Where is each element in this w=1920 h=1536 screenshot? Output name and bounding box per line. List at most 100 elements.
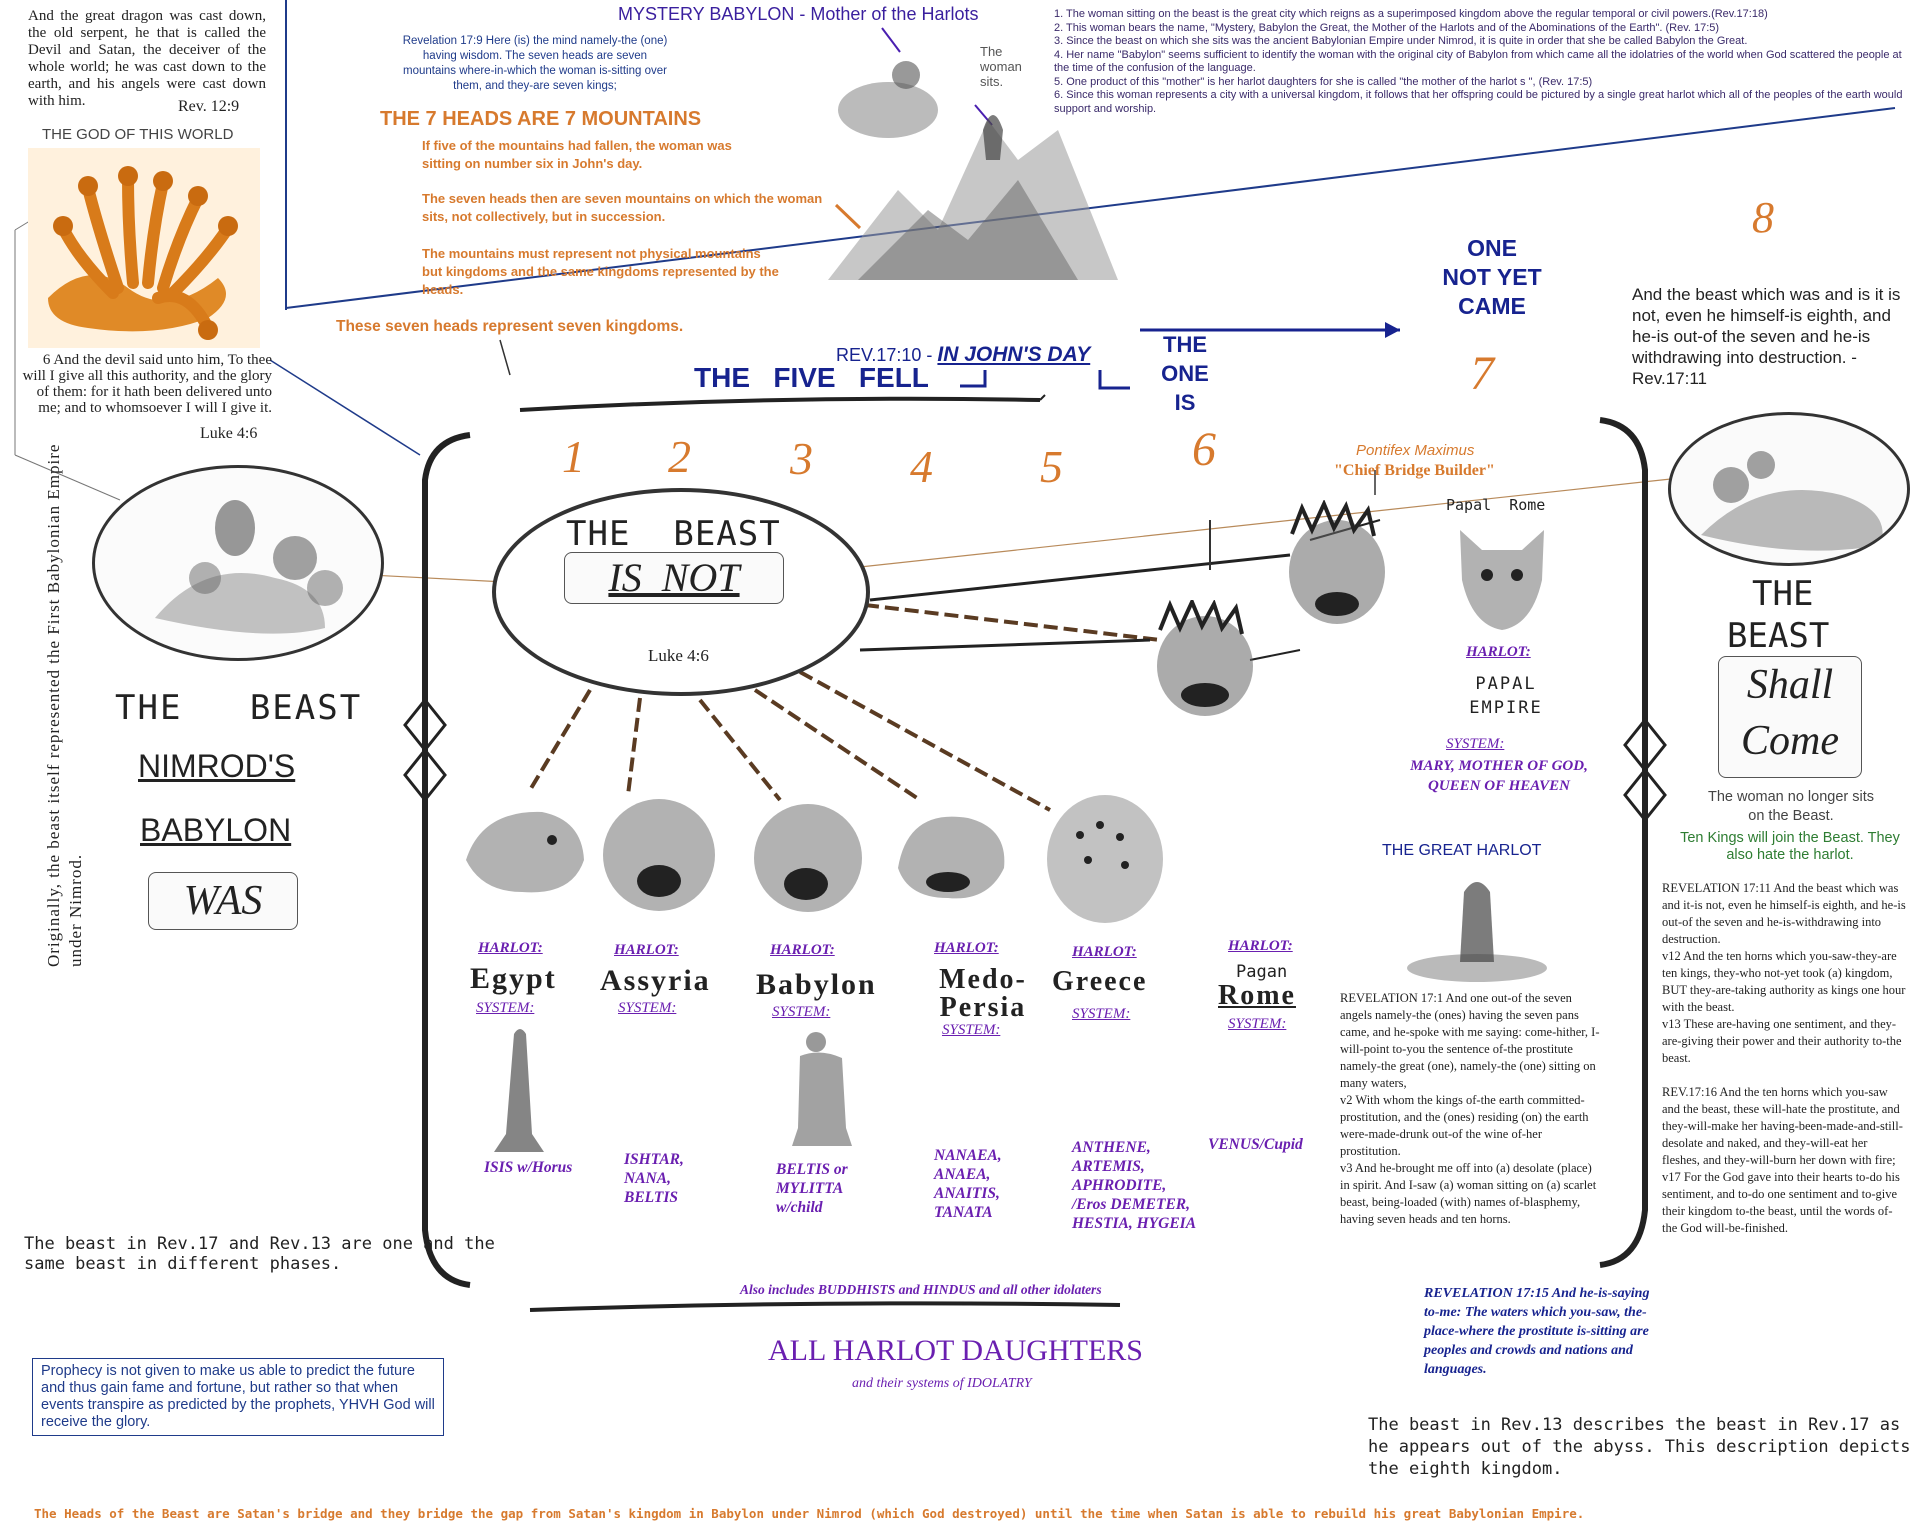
head-babylon-image (748, 800, 868, 918)
babylon-label: BABYLON (140, 812, 292, 848)
spoke (864, 603, 1161, 642)
rev17-11-quote: And the beast which was and is it is not… (1632, 285, 1901, 388)
footer-note: The Heads of the Beast are Satan's bridg… (34, 1506, 1585, 1521)
greece-name: Greece (1052, 966, 1148, 997)
woman-no-longer: The woman no longer sits on the Beast. (1707, 789, 1875, 824)
egypt-gods: ISIS w/Horus (484, 1159, 573, 1176)
rev13-note: The beast in Rev.13 describes the beast … (1368, 1415, 1911, 1479)
papal-rome-label: Papal Rome (1446, 496, 1546, 514)
head-greece-image (1040, 785, 1170, 927)
note-3: 3. Since the beast on which she sits was… (1054, 35, 1748, 47)
papal-empire-label: PAPAL EMPIRE (1469, 674, 1543, 718)
arrow-to-woman (881, 27, 901, 53)
also-includes-note: Also includes BUDDHISTS and HINDUS and a… (740, 1282, 1102, 1297)
top-brace (519, 396, 1041, 412)
egypt-harlot: HARLOT: (478, 940, 543, 956)
come-label: Come (1741, 718, 1839, 764)
beast-is-not-l1: THE BEAST (566, 514, 781, 554)
left-beast-title: THE BEAST (115, 688, 363, 728)
was-label: WAS (148, 872, 298, 930)
seven-heads-p1: If five of the mountains had fallen, the… (422, 138, 732, 171)
head-7-image (1282, 499, 1392, 630)
egypt-system: SYSTEM: (476, 1000, 535, 1016)
rev17-1-quote: REVELATION 17:1 And one out-of the seven… (1340, 991, 1600, 1226)
assyria-gods: ISHTAR, NANA, BELTIS (624, 1151, 684, 1206)
greece-gods: ANTHENE, ARTEMIS, APHRODITE, /Eros DEMET… (1072, 1139, 1197, 1232)
spokes (528, 603, 1161, 812)
shall-come-box: Shall Come (1718, 656, 1862, 778)
brace-tick (1039, 394, 1046, 401)
number-7: 7 (1470, 347, 1494, 400)
rome-pagan: Pagan (1236, 962, 1288, 982)
beltis-statue-image (786, 1028, 856, 1146)
leader-line (859, 477, 1681, 568)
leader-line (369, 574, 506, 583)
greece-harlot: HARLOT: (1072, 944, 1137, 960)
rome-gods: VENUS/Cupid (1208, 1136, 1303, 1153)
medo-persia-name: Medo-Persia (939, 964, 1027, 1023)
leader-line (269, 359, 421, 456)
seven-kingdoms-note: These seven heads represent seven kingdo… (336, 318, 684, 335)
shall-come-the: THE (1752, 574, 1814, 614)
all-harlot-daughters: ALL HARLOT DAUGHTERS (768, 1334, 1143, 1367)
egypt-name: Egypt (470, 962, 557, 995)
luke-quote-text: 6 And the devil said unto him, To thee w… (22, 352, 272, 416)
rev17-9-quote: Revelation 17:9 Here (is) the mind namel… (402, 35, 668, 92)
seven-heads-p3: The mountains must represent not physica… (422, 246, 779, 297)
head-8-papal-image (1452, 520, 1552, 635)
rev12-quote: And the great dragon was cast down, the … (28, 8, 266, 110)
shall-come-beast: BEAST (1727, 616, 1830, 656)
vertical-note: Originally, the beast itself represented… (44, 443, 85, 967)
left-bracket-diamond (403, 697, 447, 803)
god-of-world-label: THE GOD OF THIS WORLD (42, 126, 234, 143)
head-number-5: 5 (1040, 441, 1063, 492)
woman-on-mountains-image (818, 40, 1118, 290)
beast-is-not-l2: IS NOT (564, 552, 784, 604)
assyria-harlot: HARLOT: (614, 942, 679, 958)
numbered-notes: 1. The woman sitting on the beast is the… (1054, 8, 1910, 116)
papal-system-desc: MARY, MOTHER OF GOD, QUEEN OF HEAVEN (1410, 758, 1588, 794)
prophecy-note: Prophecy is not given to make us able to… (32, 1358, 444, 1436)
rome-name: Rome (1218, 980, 1296, 1011)
babylon-system: SYSTEM: (772, 1004, 831, 1020)
note-4: 4. Her name "Babylon" seems sufficient t… (1054, 48, 1902, 75)
rev17-10-ref: REV.17:10 - (836, 345, 938, 365)
right-bracket (1599, 417, 1648, 1268)
head-number-4: 4 (910, 441, 933, 492)
head-6-image (1150, 597, 1260, 720)
greece-system: SYSTEM: (1072, 1006, 1131, 1022)
left-bracket (422, 432, 471, 1288)
isis-statue-image (484, 1024, 554, 1152)
medo-persia-harlot: HARLOT: (934, 940, 999, 956)
center-luke-ref: Luke 4:6 (648, 646, 709, 665)
spoke (753, 688, 922, 802)
spoke-to-head-8 (859, 638, 1151, 652)
note-5: 5. One product of this "mother" is her h… (1054, 75, 1593, 88)
one-is-label: THE ONE IS (1161, 332, 1209, 415)
pontifex-label: Pontifex Maximus (1356, 442, 1475, 459)
number-8: 8 (1752, 193, 1774, 242)
papal-harlot-label: HARLOT: (1466, 644, 1531, 660)
head-assyria-image (598, 795, 720, 915)
great-harlot-image (1402, 872, 1552, 984)
papal-system-label: SYSTEM: (1446, 736, 1505, 752)
systems-of-idolatry: and their systems of IDOLATRY (852, 1376, 1032, 1391)
beast-phases-note: The beast in Rev.17 and Rev.13 are one a… (24, 1234, 495, 1274)
note-2: 2. This woman bears the name, "Mystery, … (1054, 21, 1720, 34)
head-number-2: 2 (668, 431, 691, 482)
rome-system: SYSTEM: (1228, 1016, 1287, 1032)
medo-persia-gods: NANAEA, ANAEA, ANAITIS, TANATA (934, 1147, 1002, 1221)
head-number-3: 3 (790, 433, 813, 484)
seven-heads-title: THE 7 HEADS ARE 7 MOUNTAINS (380, 108, 702, 130)
johns-day-label: IN JOHN'S DAY (937, 343, 1091, 366)
spoke (626, 697, 642, 796)
arrow-kingdoms (499, 339, 511, 376)
head-medo-persia-image (888, 798, 1013, 910)
woman-sits-label: The woman sits. (980, 44, 1022, 89)
five-fell-label: THE FIVE FELL (694, 362, 929, 393)
luke-ref: Luke 4:6 (200, 425, 258, 442)
seven-heads-p2: The seven heads then are seven mountains… (422, 191, 823, 224)
spoke (799, 670, 1051, 812)
spoke (698, 698, 782, 802)
